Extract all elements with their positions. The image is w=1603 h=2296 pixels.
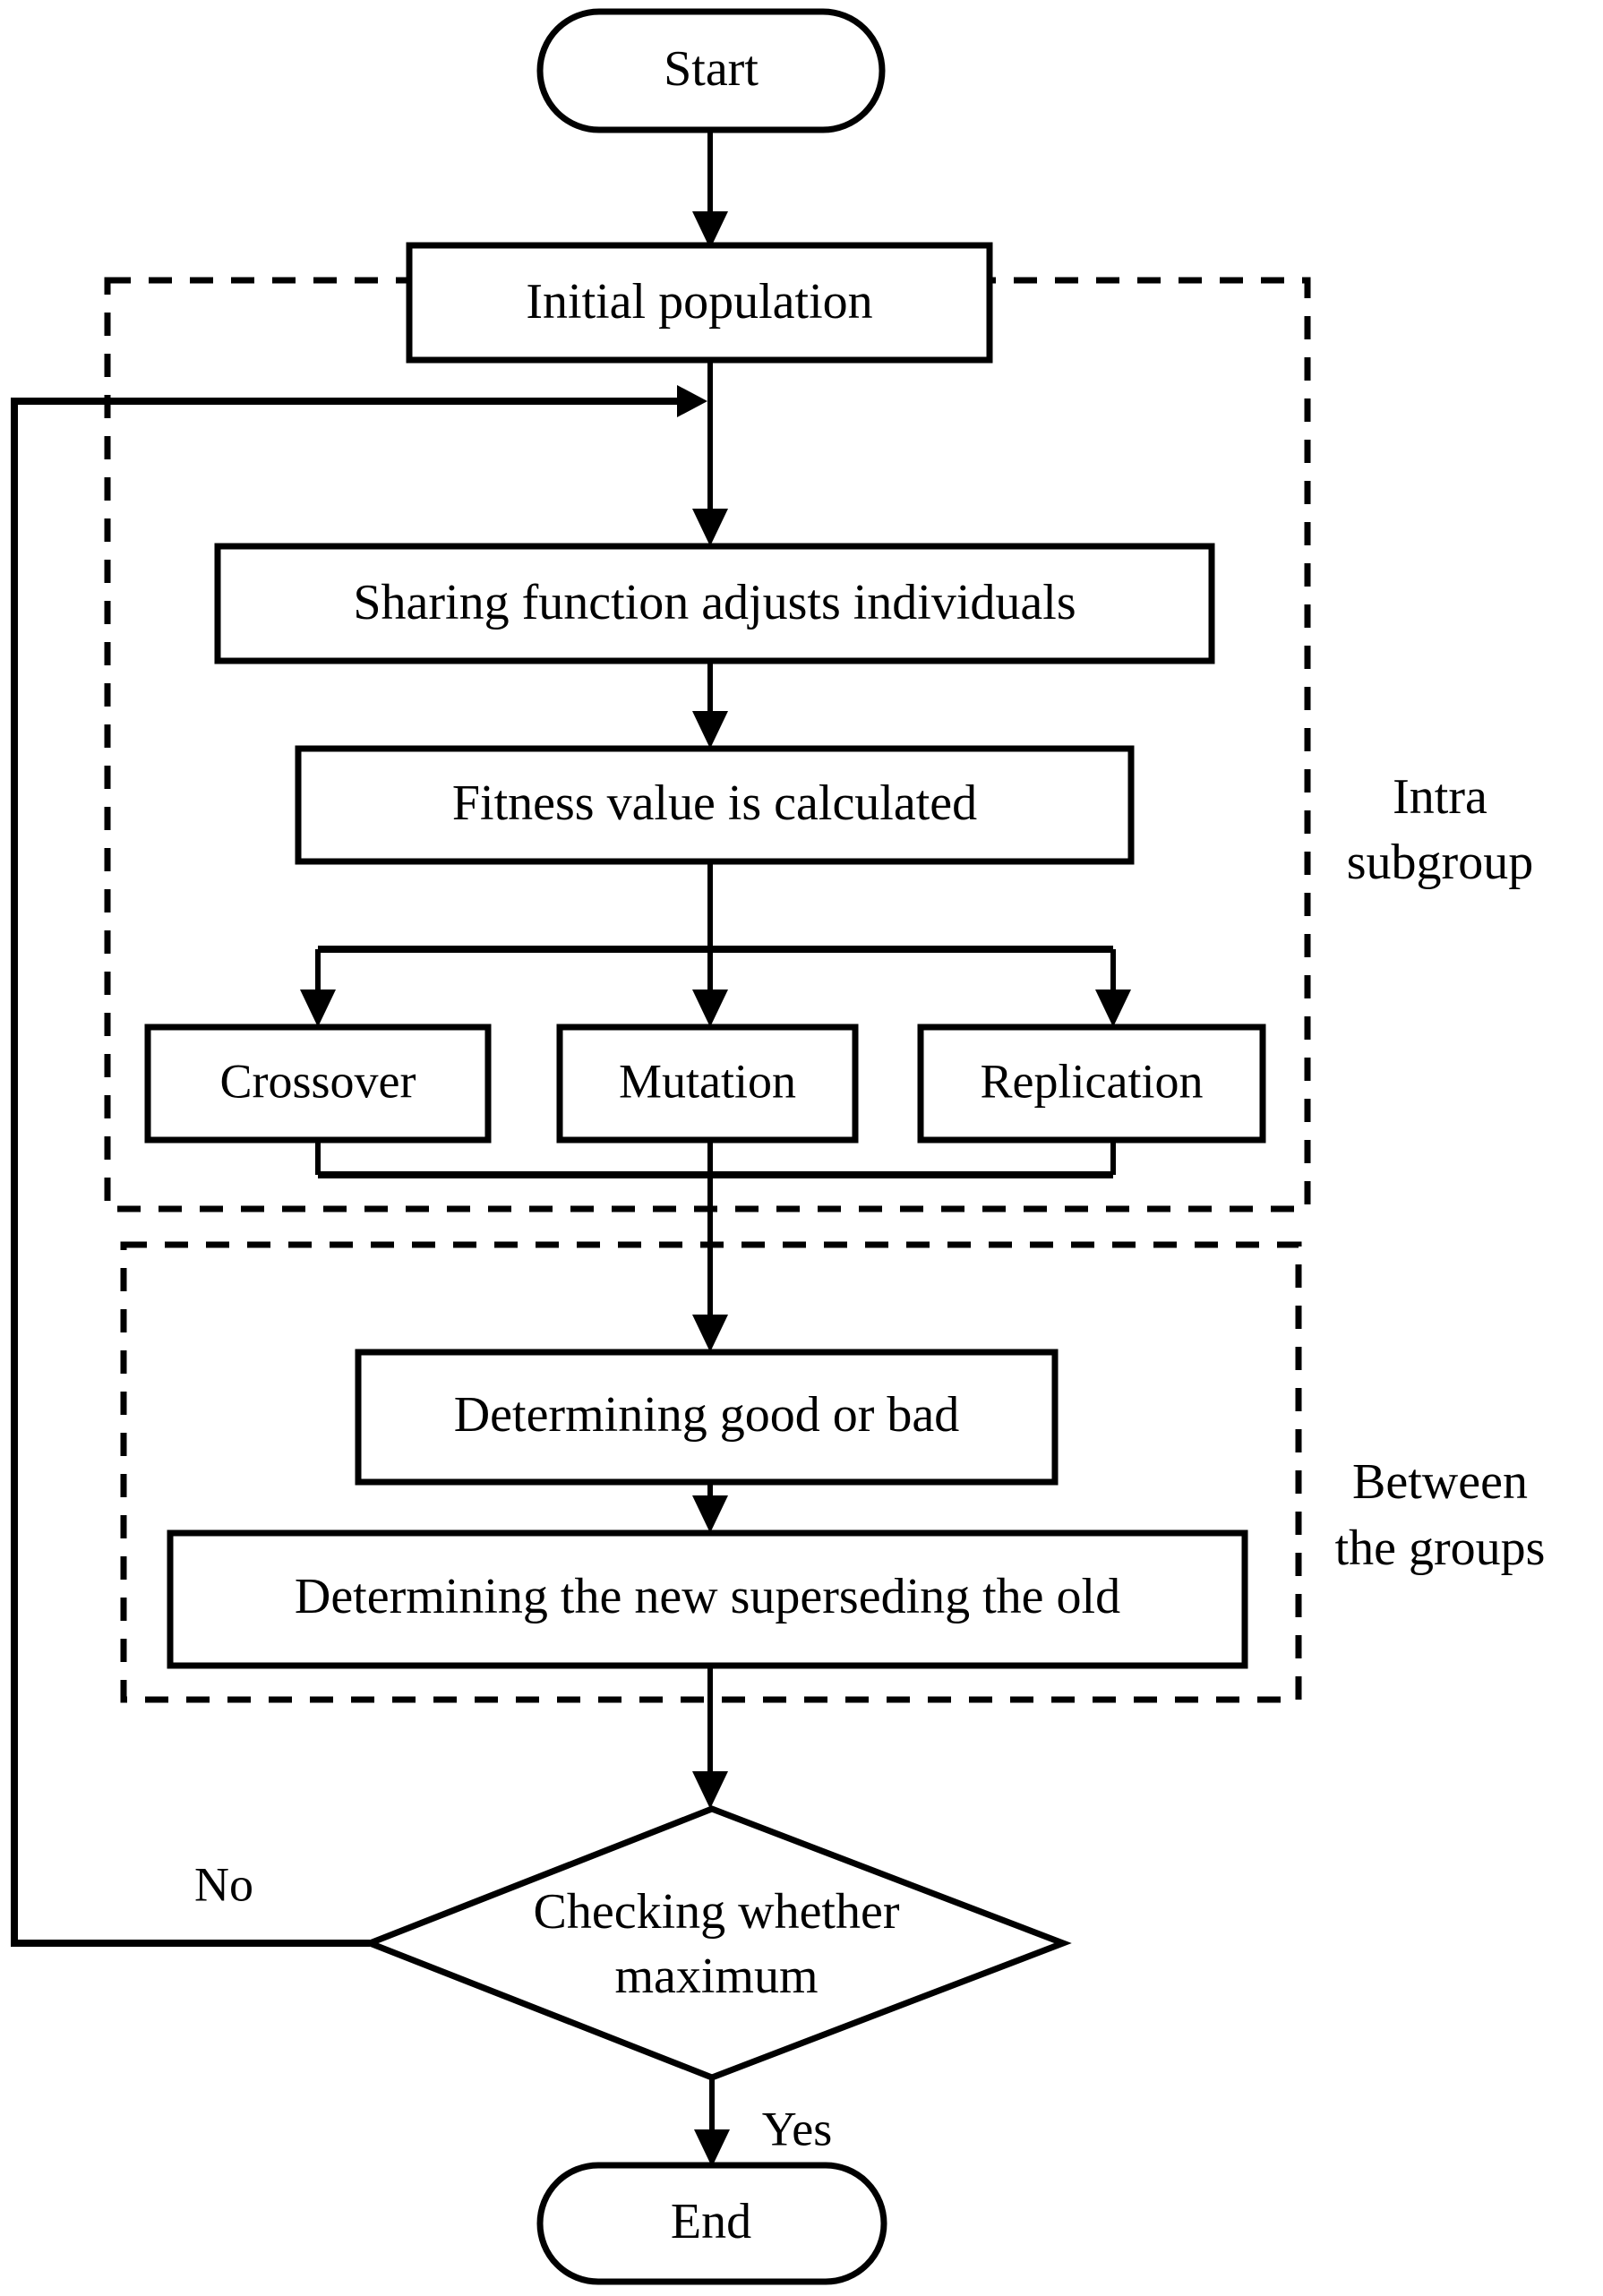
node-replication-label: Replication: [981, 1054, 1204, 1108]
node-end-label: End: [671, 2194, 751, 2249]
node-initial-population-label: Initial population: [526, 274, 872, 330]
node-crossover[interactable]: [144, 1024, 492, 1144]
arrowhead-initial-population-to-sharing: [692, 509, 728, 546]
arrowhead-new-old-to-decision: [692, 1771, 728, 1809]
node-determining-good-bad-label: Determining good or bad: [454, 1387, 960, 1443]
node-start[interactable]: [536, 8, 886, 133]
group-label-intra-subgroup-line1: Intra: [1393, 769, 1487, 825]
node-fitness-value-label: Fitness value is calculated: [452, 775, 977, 831]
node-checking-maximum-label-line2: maximum: [614, 1949, 818, 2004]
node-start-label: Start: [664, 41, 759, 97]
node-initial-population[interactable]: [406, 242, 993, 364]
group-label-between-groups-line1: Between: [1352, 1454, 1528, 1510]
node-checking-maximum[interactable]: [361, 1805, 1072, 2081]
arrowhead-decision-to-end: [694, 2129, 730, 2167]
node-checking-maximum-label-line1: Checking whether: [534, 1884, 900, 1940]
node-mutation-label: Mutation: [619, 1054, 796, 1108]
node-determining-new-old[interactable]: [167, 1529, 1248, 1669]
edge-label-yes: Yes: [762, 2102, 833, 2155]
node-sharing-function-label: Sharing function adjusts individuals: [353, 575, 1076, 630]
node-determining-good-bad[interactable]: [355, 1349, 1059, 1486]
arrowhead-split-to-mutation: [692, 990, 728, 1027]
arrowhead-feedback-loop: [677, 385, 707, 417]
node-sharing-function[interactable]: [214, 543, 1215, 664]
arrowhead-split-to-replication: [1095, 990, 1131, 1027]
node-end[interactable]: [536, 2162, 887, 2285]
edge-no-feedback-loop: [11, 398, 690, 1947]
node-determining-new-old-label: Determining the new superseding the old: [295, 1569, 1120, 1624]
group-label-between-groups-line2: the groups: [1335, 1521, 1546, 1576]
arrowhead-merge-to-determining-good-bad: [692, 1315, 728, 1352]
arrowhead-split-to-crossover: [300, 990, 336, 1027]
node-replication[interactable]: [917, 1024, 1266, 1144]
group-label-intra-subgroup-line2: subgroup: [1347, 835, 1533, 890]
edge-label-no: No: [194, 1857, 253, 1911]
arrowhead-start-to-initial-population: [692, 211, 728, 249]
node-fitness-value[interactable]: [295, 745, 1135, 865]
arrowhead-good-bad-to-new-old: [692, 1495, 728, 1533]
node-mutation[interactable]: [556, 1024, 859, 1144]
node-crossover-label: Crossover: [220, 1054, 416, 1108]
arrowhead-sharing-to-fitness: [692, 711, 728, 749]
